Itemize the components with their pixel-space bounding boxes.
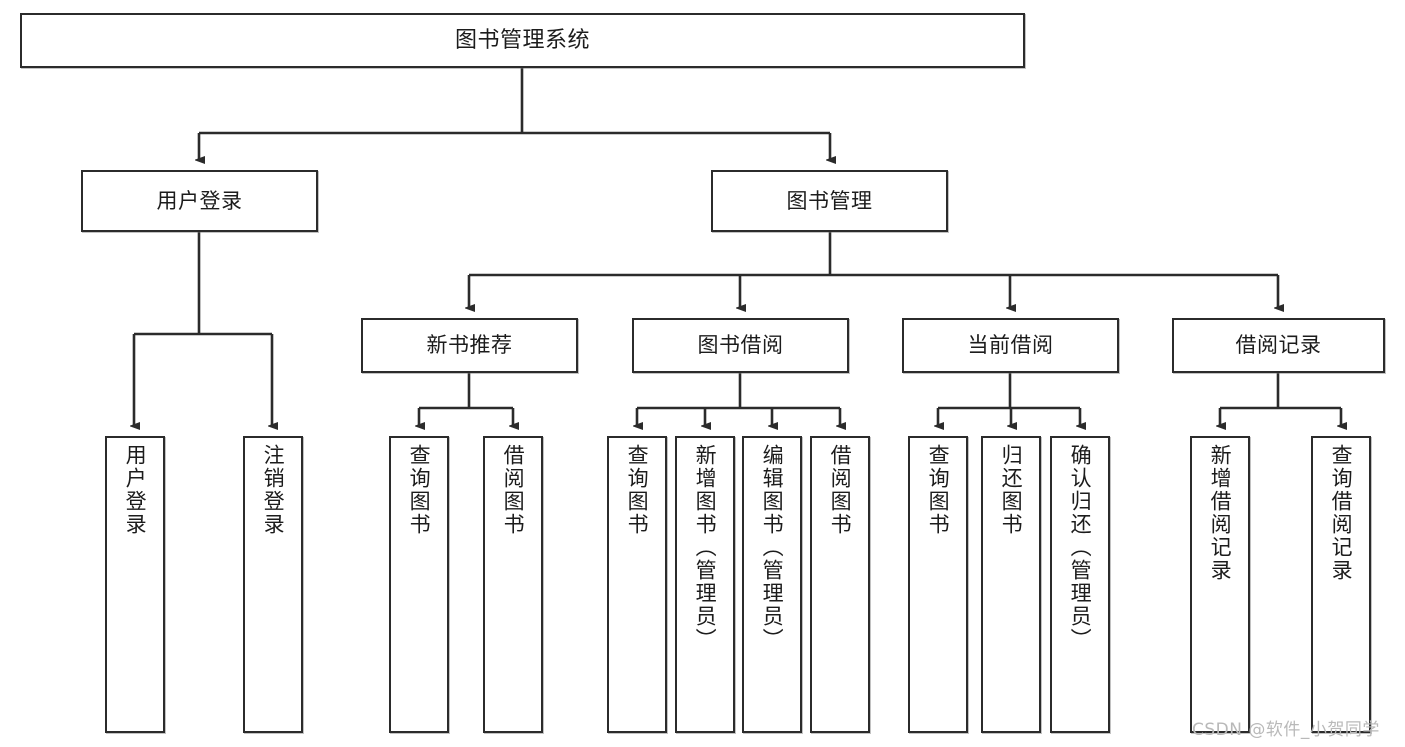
node-label: 编辑图书（管理员） (760, 444, 785, 651)
node-label: 查询图书 (625, 444, 650, 536)
node-new-book-recommend[interactable]: 新书推荐 (361, 318, 578, 373)
leaf-add-borrow-record[interactable]: 新增借阅记录 (1190, 436, 1250, 733)
node-label: 新增借阅记录 (1208, 444, 1233, 582)
node-label: 借阅记录 (1235, 333, 1322, 358)
csdn-watermark: CSDN @软件_小贺同学 (1192, 720, 1380, 740)
node-borrow-records[interactable]: 借阅记录 (1172, 318, 1385, 373)
leaf-query-book-current[interactable]: 查询图书 (908, 436, 968, 733)
node-label: 借阅图书 (828, 444, 853, 536)
node-label: 确认归还（管理员） (1068, 444, 1093, 651)
node-label: 用户登录 (156, 188, 243, 213)
node-label: 新增图书（管理员） (693, 444, 718, 651)
node-label: 查询图书 (407, 444, 432, 536)
node-label: 借阅图书 (501, 444, 526, 536)
leaf-query-book-borrow[interactable]: 查询图书 (607, 436, 667, 733)
leaf-borrow-book-recommend[interactable]: 借阅图书 (483, 436, 543, 733)
leaf-query-book-recommend[interactable]: 查询图书 (389, 436, 449, 733)
leaf-query-borrow-record[interactable]: 查询借阅记录 (1311, 436, 1371, 733)
leaf-logout[interactable]: 注销登录 (243, 436, 303, 733)
node-label: 图书管理系统 (454, 27, 590, 53)
node-user-login[interactable]: 用户登录 (81, 170, 318, 232)
node-label: 当前借阅 (967, 333, 1054, 358)
leaf-user-login[interactable]: 用户登录 (105, 436, 165, 733)
leaf-edit-book-admin[interactable]: 编辑图书（管理员） (742, 436, 802, 733)
leaf-confirm-return-admin[interactable]: 确认归还（管理员） (1050, 436, 1110, 733)
node-label: 用户登录 (123, 444, 148, 536)
node-book-management[interactable]: 图书管理 (711, 170, 948, 232)
node-label: 查询借阅记录 (1329, 444, 1354, 582)
leaf-return-book[interactable]: 归还图书 (981, 436, 1041, 733)
node-label: 注销登录 (261, 444, 286, 536)
node-current-borrow[interactable]: 当前借阅 (902, 318, 1119, 373)
node-label: 新书推荐 (426, 333, 513, 358)
leaf-add-book-admin[interactable]: 新增图书（管理员） (675, 436, 735, 733)
node-book-borrow[interactable]: 图书借阅 (632, 318, 849, 373)
node-label: 图书借阅 (697, 333, 784, 358)
leaf-borrow-book[interactable]: 借阅图书 (810, 436, 870, 733)
node-label: 图书管理 (786, 188, 873, 213)
node-label: 查询图书 (926, 444, 951, 536)
node-root[interactable]: 图书管理系统 (20, 13, 1025, 68)
node-label: 归还图书 (999, 444, 1024, 536)
